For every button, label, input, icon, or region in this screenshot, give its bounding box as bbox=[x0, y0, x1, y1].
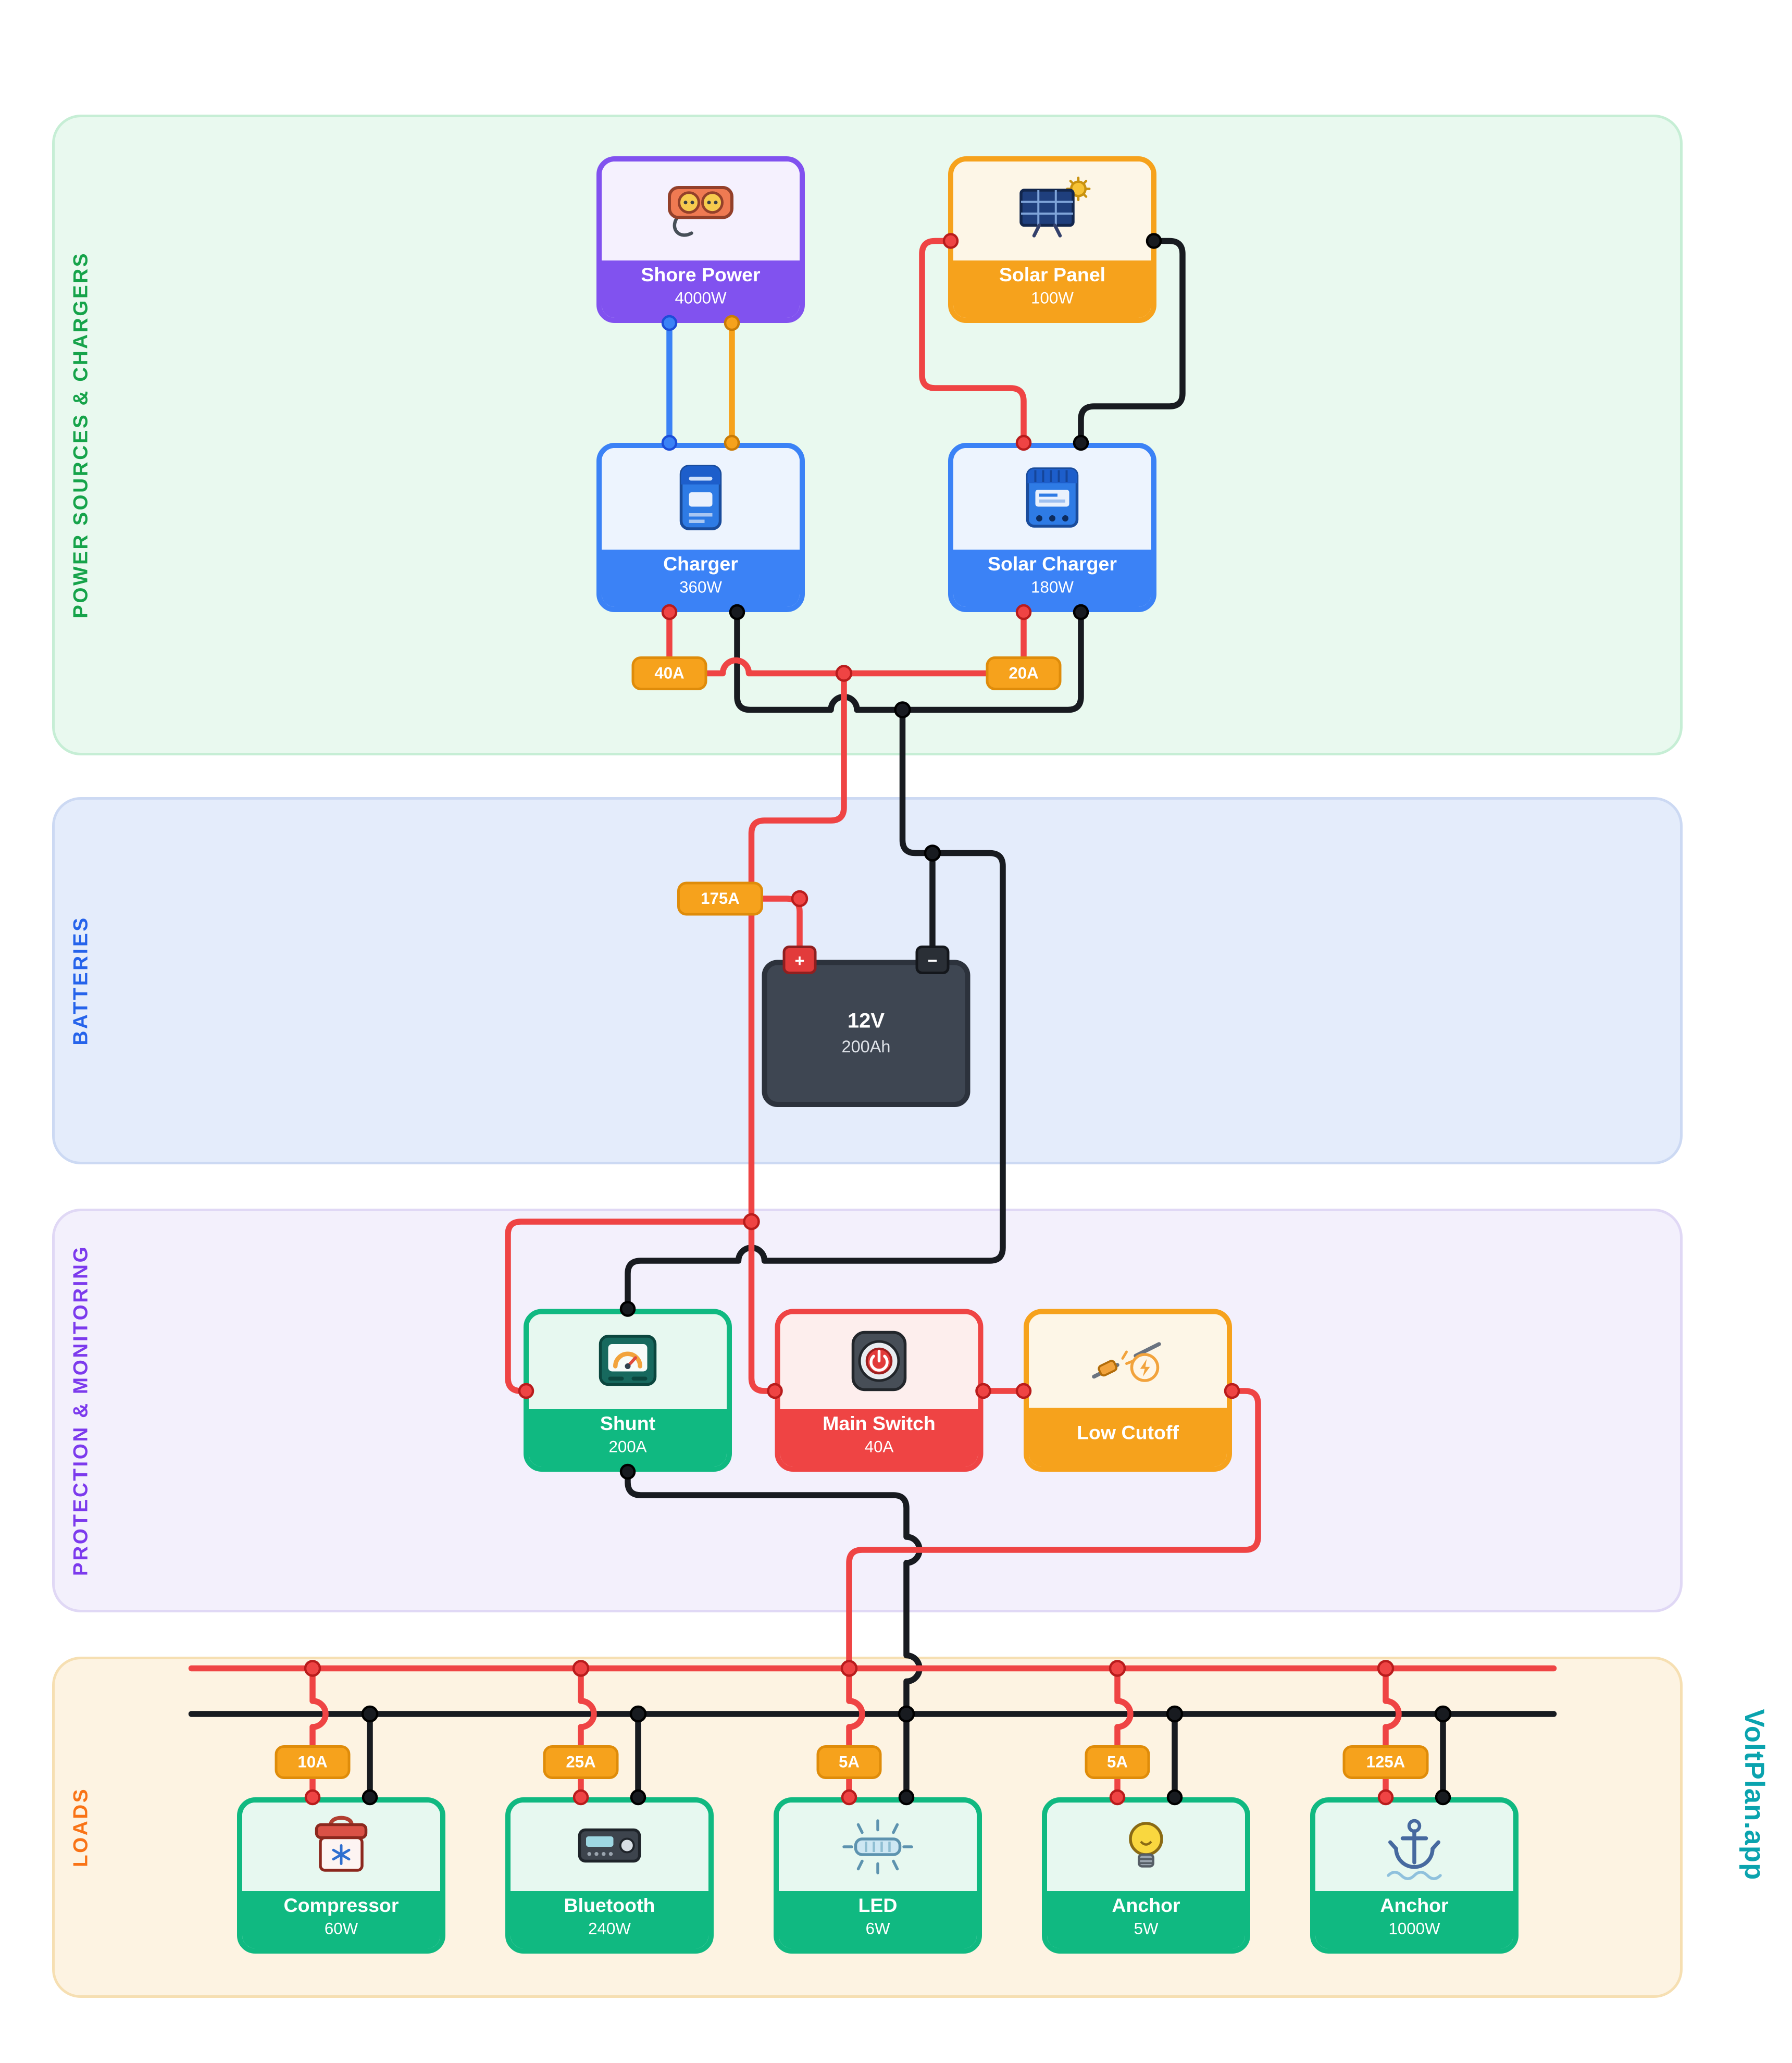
load-box-led[interactable]: LED 6W bbox=[774, 1797, 982, 1954]
compressor-coolbox-icon bbox=[242, 1803, 440, 1892]
battery-negative-terminal: − bbox=[915, 946, 950, 974]
cutoff-wire-icon bbox=[1029, 1314, 1227, 1409]
load-box-anchor-windlass[interactable]: Anchor 1000W bbox=[1310, 1797, 1519, 1954]
shunt-box[interactable]: Shunt 200A bbox=[524, 1309, 732, 1472]
anchor-icon bbox=[1315, 1803, 1513, 1892]
battery-voltage: 12V bbox=[847, 1011, 885, 1033]
fuse-badge-battery[interactable]: 175A bbox=[677, 881, 763, 916]
rotary-switch-icon bbox=[780, 1314, 978, 1410]
battery-box[interactable]: 12V 200Ah bbox=[762, 960, 970, 1107]
shore-power-title: Shore Power bbox=[641, 265, 761, 287]
load-title: Anchor bbox=[1380, 1895, 1449, 1918]
main-switch-title: Main Switch bbox=[823, 1413, 936, 1436]
voltplan-watermark: VoltPlan.app bbox=[1738, 1709, 1769, 1881]
solar-panel-title: Solar Panel bbox=[999, 265, 1106, 287]
section-label-protection: PROTECTION & MONITORING bbox=[70, 1245, 93, 1576]
battery-charger-icon bbox=[602, 448, 800, 550]
solar-charger-value: 180W bbox=[1031, 578, 1074, 596]
solar-panel-value: 100W bbox=[1031, 289, 1074, 307]
load-title: LED bbox=[858, 1895, 898, 1918]
section-power-sources bbox=[52, 115, 1683, 755]
led-bar-icon bbox=[779, 1803, 977, 1892]
load-value: 1000W bbox=[1388, 1920, 1440, 1938]
battery-positive-terminal: + bbox=[782, 946, 817, 974]
solar-panel-box[interactable]: Solar Panel 100W bbox=[948, 156, 1156, 323]
section-label-batteries: BATTERIES bbox=[70, 916, 93, 1046]
charger-title: Charger bbox=[663, 554, 738, 576]
load-value: 5W bbox=[1134, 1920, 1159, 1938]
shore-power-value: 4000W bbox=[675, 289, 727, 307]
load-value: 60W bbox=[324, 1920, 358, 1938]
battery-capacity: 200Ah bbox=[841, 1037, 891, 1057]
fuse-badge-anchor-windlass[interactable]: 125A bbox=[1342, 1745, 1429, 1779]
fuse-badge-compressor[interactable]: 10A bbox=[275, 1745, 351, 1779]
fuse-badge-bluetooth[interactable]: 25A bbox=[543, 1745, 619, 1779]
bulb-icon bbox=[1047, 1803, 1245, 1892]
load-title: Bluetooth bbox=[564, 1895, 655, 1918]
section-label-loads: LOADS bbox=[70, 1787, 93, 1868]
load-box-bluetooth[interactable]: Bluetooth 240W bbox=[505, 1797, 714, 1954]
section-label-power-sources: POWER SOURCES & CHARGERS bbox=[70, 251, 93, 619]
fuse-badge-anchor-light[interactable]: 5A bbox=[1085, 1745, 1150, 1779]
solar-panel-icon bbox=[953, 161, 1151, 261]
fuse-badge-charger[interactable]: 40A bbox=[631, 656, 707, 690]
load-value: 240W bbox=[588, 1920, 631, 1938]
load-value: 6W bbox=[865, 1920, 890, 1938]
load-title: Anchor bbox=[1112, 1895, 1180, 1918]
mppt-controller-icon bbox=[953, 448, 1151, 550]
fuse-badge-led[interactable]: 5A bbox=[816, 1745, 882, 1779]
fuse-badge-solar-charger[interactable]: 20A bbox=[986, 656, 1062, 690]
power-outlet-icon bbox=[602, 161, 800, 261]
main-switch-value: 40A bbox=[864, 1438, 894, 1456]
low-cutoff-title: Low Cutoff bbox=[1077, 1422, 1179, 1445]
main-switch-box[interactable]: Main Switch 40A bbox=[775, 1309, 984, 1472]
load-title: Compressor bbox=[283, 1895, 399, 1918]
low-cutoff-box[interactable]: Low Cutoff bbox=[1024, 1309, 1232, 1472]
shunt-value: 200A bbox=[608, 1438, 647, 1456]
charger-value: 360W bbox=[679, 578, 722, 596]
solar-charger-box[interactable]: Solar Charger 180W bbox=[948, 443, 1156, 612]
solar-charger-title: Solar Charger bbox=[987, 554, 1117, 576]
load-box-compressor[interactable]: Compressor 60W bbox=[237, 1797, 445, 1954]
shunt-meter-icon bbox=[529, 1314, 727, 1410]
load-box-anchor-light[interactable]: Anchor 5W bbox=[1042, 1797, 1250, 1954]
charger-box[interactable]: Charger 360W bbox=[596, 443, 805, 612]
shore-power-box[interactable]: Shore Power 4000W bbox=[596, 156, 805, 323]
shunt-title: Shunt bbox=[600, 1413, 656, 1436]
stereo-icon bbox=[511, 1803, 708, 1892]
